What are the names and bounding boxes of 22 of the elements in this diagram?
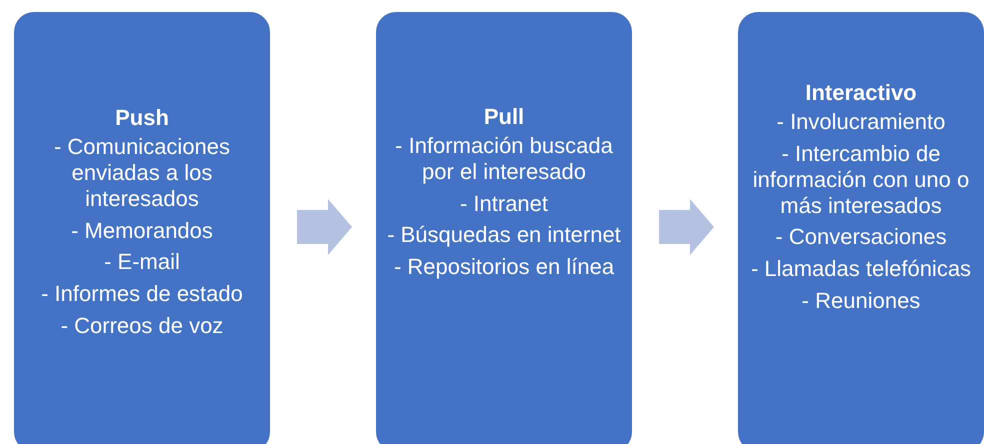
list-item: - Intercambio de información con uno o más interesados — [752, 140, 970, 218]
list-item: - Conversaciones — [775, 224, 947, 250]
list-item: - Memorandos — [71, 218, 213, 244]
block-arrow — [297, 199, 352, 255]
box-heading: Push — [115, 104, 169, 131]
box-heading: Pull — [484, 104, 524, 130]
process-box — [14, 12, 270, 444]
list-item: - Búsquedas en internet — [387, 222, 621, 248]
list-item: - Llamadas telefónicas — [750, 256, 972, 282]
box-heading: Interactivo — [805, 80, 917, 106]
process-box — [376, 12, 632, 444]
list-item: - Comunicaciones enviadas a los interesados — [52, 134, 232, 212]
list-item: - Involucramiento — [776, 108, 946, 135]
list-item: - Intranet — [460, 190, 548, 216]
list-item: - Reuniones — [802, 288, 920, 314]
process-box — [738, 12, 984, 444]
block-arrow — [659, 199, 714, 255]
list-item: - Repositorios en línea — [394, 254, 614, 280]
list-item: - Correos de voz — [60, 313, 224, 340]
list-item: - Información buscada por el interesado — [394, 132, 614, 184]
list-item: - Informes de estado — [41, 281, 243, 308]
list-item: - E-mail — [104, 249, 180, 276]
